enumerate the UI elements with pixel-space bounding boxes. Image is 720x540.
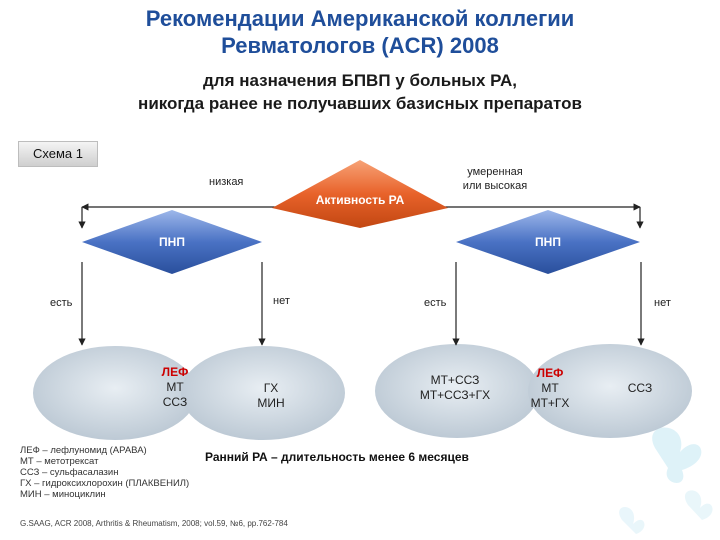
pnp-left-shape <box>82 210 262 274</box>
subtitle-line-1: для назначения БПВП у больных РА, <box>203 71 517 90</box>
outcome-ellipse-2 <box>181 346 345 440</box>
outcome-item: ССЗ <box>162 395 188 409</box>
legend-item: ГХ – гидроксихлорохин (ПЛАКВЕНИЛ) <box>20 478 190 489</box>
outcome-item: МТ+ГХ <box>530 396 570 410</box>
activity-shape <box>272 160 448 228</box>
branch-left-no: нет <box>273 295 290 307</box>
outcome-right-yes: МТ+ССЗ МТ+ССЗ+ГХ <box>400 373 510 403</box>
branch-right-yes: есть <box>424 297 447 309</box>
branch-left-yes: есть <box>50 297 73 309</box>
outcome-item: МТ <box>541 381 559 395</box>
outcome-item: ГХ <box>263 381 279 395</box>
outcome-item: МИН <box>257 396 285 410</box>
pnp-left-label: ПНП <box>159 235 185 249</box>
outcome-left-yes: ЛЕФ МТ ССЗ <box>140 365 210 410</box>
butterfly-watermark <box>619 427 713 534</box>
scheme-label: Схема 1 <box>18 141 98 167</box>
outcome-item: ССЗ <box>627 381 653 395</box>
outcome-lef-emphasis: ЛЕФ <box>536 366 564 380</box>
activity-label: Активность РА <box>315 193 405 207</box>
activity-high-label-2: или высокая <box>462 180 528 192</box>
outcome-right-no-b: ССЗ <box>605 381 675 396</box>
outcome-ellipse-1 <box>33 346 197 440</box>
outcome-lef-emphasis: ЛЕФ <box>161 365 189 379</box>
outcome-ellipse-4 <box>528 344 692 438</box>
title-line-1: Рекомендации Американской коллегии <box>145 6 575 31</box>
pnp-right-label: ПНП <box>535 235 561 249</box>
legend-item: МТ – метотрексат <box>20 456 99 467</box>
outcome-item: МТ <box>166 380 184 394</box>
outcome-ellipse-3 <box>375 344 539 438</box>
activity-high-label-1: умеренная <box>467 166 523 178</box>
activity-low-label: низкая <box>209 176 244 188</box>
abbreviation-legend: ЛЕФ – лефлуномид (АРАВА) МТ – метотрекса… <box>20 445 220 500</box>
branch-right-no: нет <box>654 297 671 309</box>
outcome-item: МТ+ССЗ+ГХ <box>419 388 491 402</box>
citation: G.SAAG, ACR 2008, Arthritis & Rheumatism… <box>20 519 288 528</box>
legend-item: МИН – миноциклин <box>20 489 106 500</box>
subtitle-line-2: никогда ранее не получавших базисных пре… <box>138 94 582 113</box>
legend-item: ЛЕФ – лефлуномид (АРАВА) <box>20 445 147 456</box>
title-line-2: Ревматологов (ACR) 2008 <box>221 33 499 58</box>
outcome-item: МТ+ССЗ <box>430 373 480 387</box>
early-ra-note: Ранний РА – длительность менее 6 месяцев <box>205 450 469 464</box>
outcome-left-no: ГХ МИН <box>236 381 306 411</box>
outcome-right-no-a: ЛЕФ МТ МТ+ГХ <box>515 366 585 411</box>
legend-item: ССЗ – сульфасалазин <box>20 467 119 478</box>
pnp-right-shape <box>456 210 640 274</box>
